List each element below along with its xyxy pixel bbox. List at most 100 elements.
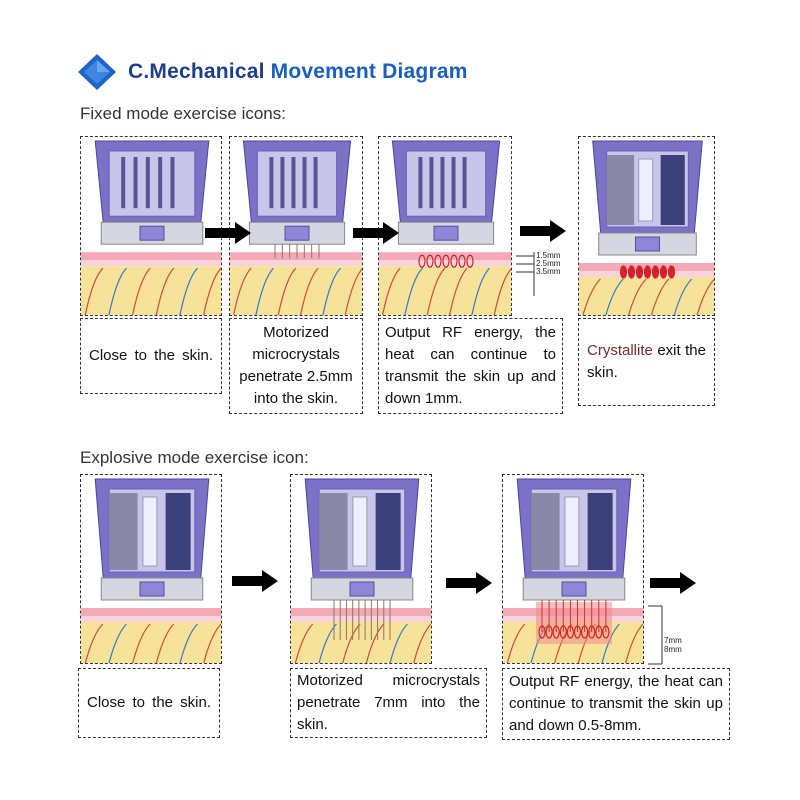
device-tip	[433, 225, 459, 241]
rf-heat-zone	[458, 254, 466, 268]
depth-bracket-icon	[648, 605, 663, 665]
skin-dermis	[81, 260, 221, 267]
device-block	[531, 493, 560, 570]
device-illustration	[81, 140, 221, 315]
fixed-panel-3	[378, 136, 512, 316]
blood-vessel	[202, 267, 221, 315]
device-window	[405, 150, 487, 217]
blood-vessel	[404, 267, 423, 315]
blood-vessel	[650, 278, 670, 315]
skin-dermis	[230, 260, 362, 267]
device-rail	[170, 157, 175, 209]
skin-epidermis	[291, 608, 431, 616]
explosive-panel-2	[290, 474, 432, 664]
device-rail	[269, 157, 274, 209]
title-part-1: C.Mechanical	[128, 60, 265, 83]
device-illustration	[291, 478, 431, 663]
right-arrow-icon	[205, 222, 251, 244]
blood-vessel	[506, 623, 526, 663]
blood-vessel	[294, 623, 314, 663]
blood-vessel	[203, 623, 221, 663]
caption-text: Crystallite exit the skin.	[587, 340, 706, 384]
rf-heat-zone	[588, 625, 596, 639]
caption-text: Close to the skin.	[89, 347, 213, 364]
device-block	[375, 493, 401, 570]
blood-vessel	[696, 278, 714, 315]
right-arrow-icon	[446, 572, 492, 594]
blood-vessel	[179, 623, 198, 663]
device-window	[256, 150, 338, 217]
device-piston	[142, 496, 158, 567]
caption-text: Output RF energy, the heat can continue …	[509, 673, 723, 734]
device-rail	[133, 157, 138, 209]
device-rail	[302, 157, 307, 209]
rf-heat-zone	[635, 265, 644, 279]
scale-label: 8mm	[664, 645, 682, 654]
rf-heat-zone	[466, 254, 474, 268]
blood-vessel	[381, 267, 401, 315]
rf-heat-zone	[643, 265, 652, 279]
blood-vessel	[155, 267, 175, 315]
rf-heat-zone	[538, 625, 546, 639]
rf-heat-zone	[659, 265, 668, 279]
blood-vessel	[299, 267, 319, 315]
device-tip	[284, 225, 310, 241]
right-arrow-icon	[520, 220, 566, 242]
caption-text: Output RF energy, the heat can continue …	[385, 324, 556, 407]
blood-vessel	[132, 623, 151, 663]
device-rail	[462, 157, 467, 209]
device-rail	[145, 157, 150, 209]
device-rail	[418, 157, 423, 209]
rf-heat-zone	[418, 254, 426, 268]
rf-heat-zone	[426, 254, 434, 268]
explosive-mode-heading: Explosive mode exercise icon:	[80, 448, 309, 467]
device-piston	[564, 496, 580, 567]
skin-fat	[230, 266, 362, 315]
blood-vessel	[318, 623, 337, 663]
device-rail	[280, 157, 285, 209]
device-illustration	[503, 478, 643, 663]
scale-label: 1.5mm	[536, 251, 561, 260]
device-piston	[352, 496, 368, 567]
explosive-caption-2: Motorized microcrystals penetrate 7mm in…	[290, 668, 487, 738]
fixed-depth-scale: 1.5mm 2.5mm 3.5mm	[514, 250, 564, 300]
skin-epidermis	[81, 608, 221, 616]
blood-vessel	[628, 278, 647, 315]
explosive-depth-scale: 7mm 8mm	[646, 604, 696, 674]
rf-heat-zone	[559, 625, 567, 639]
rf-heat-zone	[619, 265, 628, 279]
rf-heat-zone	[667, 265, 676, 279]
blood-vessel	[605, 278, 624, 315]
scale-label: 2.5mm	[536, 259, 561, 268]
device-rail	[440, 157, 445, 209]
device-tip	[635, 236, 660, 252]
rf-heat-zone	[602, 625, 610, 639]
blood-vessel	[84, 623, 104, 663]
device-tip	[349, 581, 375, 597]
caption-highlight: Crystallite	[587, 342, 653, 359]
right-arrow-icon	[353, 222, 399, 244]
depth-bracket-icon	[516, 252, 535, 296]
scale-label: 3.5mm	[536, 267, 561, 276]
blood-vessel	[131, 267, 151, 315]
fixed-caption-3: Output RF energy, the heat can continue …	[378, 318, 563, 414]
device-rail	[429, 157, 434, 209]
device-rail	[291, 157, 296, 209]
right-arrow-icon	[650, 572, 696, 594]
rf-heat-zone	[566, 625, 575, 639]
rf-heat-zone	[552, 625, 560, 639]
blood-vessel	[255, 267, 274, 315]
device-rail	[121, 157, 126, 209]
rf-heat-zone	[595, 625, 603, 639]
fixed-panel-1	[80, 136, 222, 316]
rf-heat-zone	[434, 254, 442, 268]
skin-dermis	[81, 616, 221, 622]
rf-heat-zone	[651, 265, 660, 279]
device-block	[165, 493, 191, 570]
caption-text: Close to the skin.	[87, 694, 211, 711]
explosive-panel-1	[80, 474, 222, 664]
skin-epidermis	[379, 252, 511, 261]
skin-fat	[81, 622, 221, 663]
device-block	[587, 493, 613, 570]
blood-vessel	[179, 267, 198, 315]
